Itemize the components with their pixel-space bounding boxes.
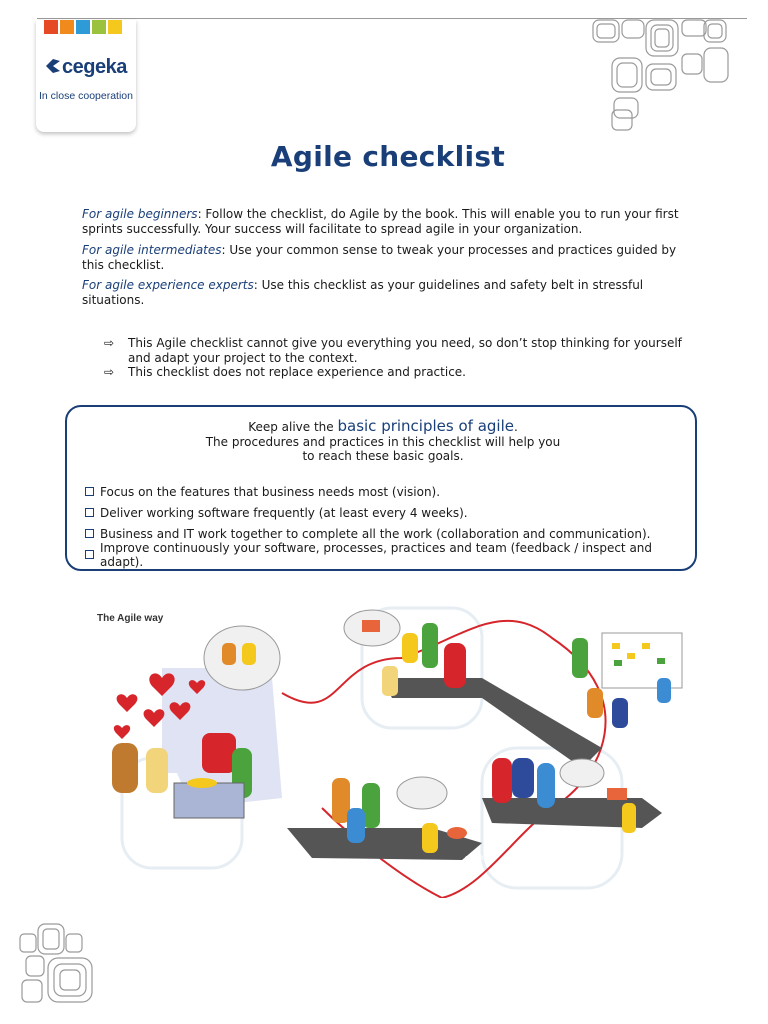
checkbox[interactable] xyxy=(85,508,94,517)
conveyor-label: cegeka xyxy=(465,855,488,862)
intro-intermediates: For agile intermediates: Use your common… xyxy=(82,243,692,272)
agile-way-illustration: cegeka xyxy=(112,606,683,898)
intro-label: For agile intermediates xyxy=(82,243,222,257)
goal-item: Business and IT work together to complet… xyxy=(85,523,685,544)
note-item: ⇨ This checklist does not replace experi… xyxy=(104,365,704,380)
goal-text: Improve continuously your software, proc… xyxy=(100,540,653,569)
note-text: This Agile checklist cannot give you eve… xyxy=(128,336,682,365)
intro-text: : Follow the checklist, do Agile by the … xyxy=(82,207,679,236)
color-square xyxy=(76,20,90,34)
intro-beginners: For agile beginners: Follow the checklis… xyxy=(82,207,692,236)
goal-item: Deliver working software frequently (at … xyxy=(85,502,685,523)
logo-color-strip xyxy=(44,20,124,34)
notes-list: ⇨ This Agile checklist cannot give you e… xyxy=(104,336,704,380)
checkbox[interactable] xyxy=(85,529,94,538)
logo-card: cegeka In close cooperation xyxy=(36,20,136,132)
goal-item: Improve continuously your software, proc… xyxy=(85,541,685,569)
page-title: Agile checklist xyxy=(270,140,506,173)
goal-text: Focus on the features that business need… xyxy=(100,484,441,499)
intro-experts: For agile experience experts: Use this c… xyxy=(82,278,692,307)
arrow-right-icon: ⇨ xyxy=(104,365,115,379)
intro-label: For agile experience experts xyxy=(82,278,254,292)
note-text: This checklist does not replace experien… xyxy=(128,365,466,379)
note-item: ⇨ This Agile checklist cannot give you e… xyxy=(104,336,704,365)
principles-box: Keep alive the basic principles of agile… xyxy=(65,405,697,571)
principles-heading: Keep alive the basic principles of agile… xyxy=(67,419,699,464)
color-square xyxy=(44,20,58,34)
intro-text: : Use this checklist as your guidelines … xyxy=(82,278,644,307)
illustration-title: The Agile way xyxy=(97,613,164,624)
decorative-squares-icon xyxy=(592,19,729,131)
principles-line3: to reach these basic goals. xyxy=(302,449,464,463)
color-square xyxy=(108,20,122,34)
decorative-squares-icon xyxy=(19,923,93,1003)
checkbox[interactable] xyxy=(85,487,94,496)
header-rule xyxy=(37,18,747,19)
brand-tagline: In close cooperation xyxy=(39,90,133,102)
goal-text: Deliver working software frequently (at … xyxy=(100,505,468,520)
color-square xyxy=(60,20,74,34)
goal-text: Business and IT work together to complet… xyxy=(100,526,651,541)
checkbox[interactable] xyxy=(85,550,94,559)
principles-highlight: basic principles of agile xyxy=(337,417,514,435)
intro-label: For agile beginners xyxy=(82,207,198,221)
arrow-right-icon: ⇨ xyxy=(104,336,115,350)
goal-item: Focus on the features that business need… xyxy=(85,481,685,502)
principles-period: . xyxy=(513,420,518,434)
brand-name: cegeka xyxy=(62,56,127,78)
principles-lead: Keep alive the xyxy=(248,420,338,434)
principles-line2: The procedures and practices in this che… xyxy=(205,434,561,449)
brand-logo: cegeka xyxy=(44,56,127,79)
color-square xyxy=(92,20,106,34)
intro-text: : Use your common sense to tweak your pr… xyxy=(82,243,677,272)
cegeka-mark-icon xyxy=(46,59,60,73)
goals-list: Focus on the features that business need… xyxy=(85,481,685,569)
